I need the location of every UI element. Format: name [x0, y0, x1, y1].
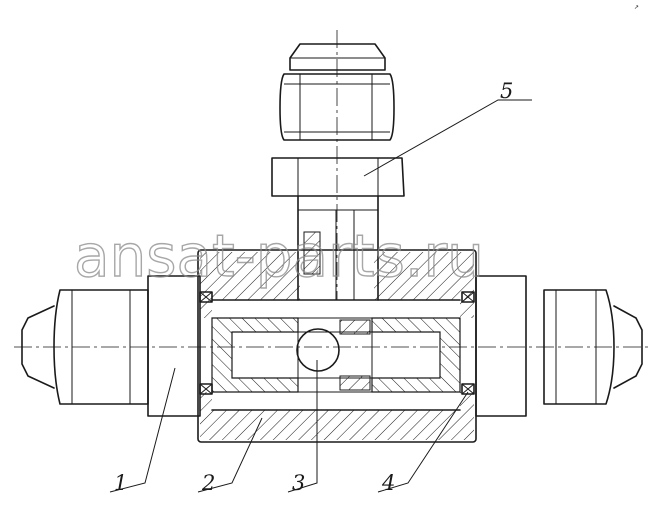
corner-mark: ↗ [634, 4, 639, 11]
callout-1: 1 [114, 471, 127, 495]
check-ball [296, 328, 340, 372]
callout-2: 2 [201, 471, 215, 495]
watermark: ansat-parts.ru [74, 222, 484, 290]
callout-3: 3 [292, 471, 305, 495]
body [197, 249, 477, 443]
right-fitting [475, 275, 643, 417]
callout-4: 4 [381, 471, 395, 495]
callout-5: 5 [500, 79, 513, 103]
leader-lines [109, 99, 532, 493]
left-fitting [21, 275, 201, 417]
top-fitting [271, 30, 405, 301]
